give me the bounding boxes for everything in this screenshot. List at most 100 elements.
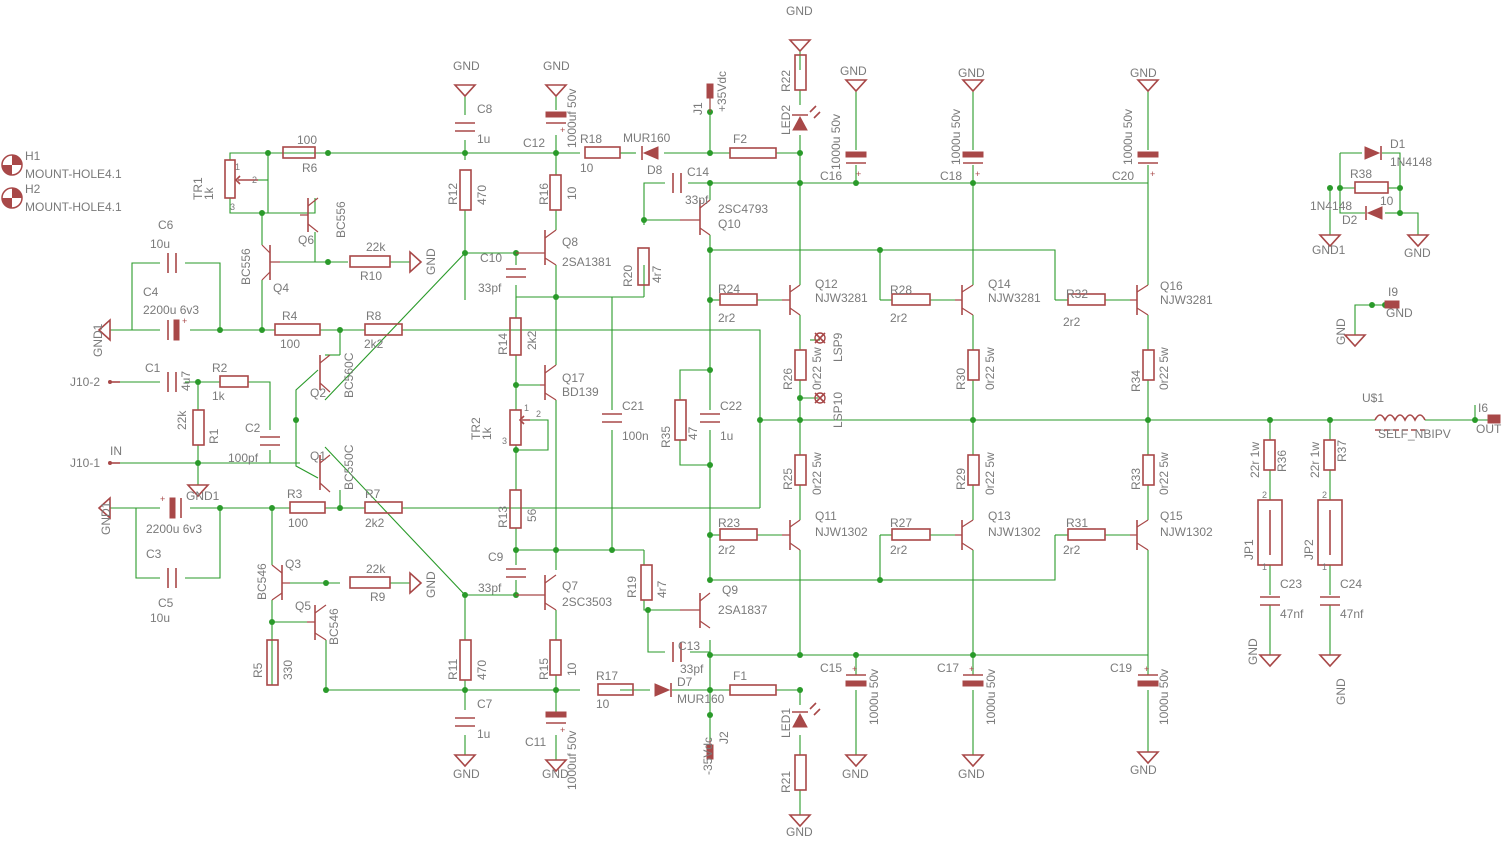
label-q2-value: BC560C bbox=[342, 352, 356, 398]
label-tr2: TR2 bbox=[469, 417, 483, 440]
label-c7-value: 1u bbox=[477, 727, 490, 741]
label-q5-value: BC546 bbox=[327, 608, 341, 645]
lsp10-icon bbox=[814, 392, 826, 404]
label-r38: R38 bbox=[1350, 167, 1372, 181]
label-r25: R25 bbox=[781, 468, 795, 490]
label-r5: R5 bbox=[251, 662, 265, 678]
label-c16-value: 1000u 50v bbox=[829, 114, 843, 170]
capacitor-c4: + bbox=[167, 316, 187, 341]
resistor-r7 bbox=[364, 501, 403, 514]
label-c15-value: 1000u 50v bbox=[867, 669, 881, 725]
label-gnd-c17: GND bbox=[958, 767, 985, 781]
label-c24-value: 47nf bbox=[1340, 607, 1364, 621]
label-r3: R3 bbox=[287, 487, 303, 501]
label-gnd1-b: GND1 bbox=[186, 489, 220, 503]
label-gnd-c11: GND bbox=[542, 767, 569, 781]
resistor-r14 bbox=[509, 317, 522, 356]
transistor-q5 bbox=[307, 604, 327, 641]
label-q6: Q6 bbox=[298, 233, 314, 247]
label-r13: R13 bbox=[496, 506, 510, 528]
transistor-q2 bbox=[319, 354, 331, 393]
label-r9-value: 22k bbox=[366, 562, 386, 576]
label-r38-value: 10 bbox=[1380, 194, 1394, 208]
connector-j2 bbox=[706, 740, 714, 760]
resistor-r28 bbox=[891, 293, 931, 306]
transistor-q3 bbox=[271, 564, 290, 601]
label-r6: R6 bbox=[302, 161, 318, 175]
label-r17: R17 bbox=[596, 669, 618, 683]
resistor-r26 bbox=[794, 349, 807, 381]
label-c19: C19 bbox=[1110, 661, 1132, 675]
label-d7: D7 bbox=[677, 675, 693, 689]
resistor-r23 bbox=[719, 528, 758, 541]
svg-text:+: + bbox=[1150, 169, 1155, 179]
label-c23-value: 47nf bbox=[1280, 607, 1304, 621]
label-c17: C17 bbox=[937, 661, 959, 675]
resistor-r10 bbox=[349, 255, 391, 268]
label-r31: R31 bbox=[1066, 516, 1088, 530]
capacitor-c11: + bbox=[545, 711, 567, 735]
resistor-r21 bbox=[794, 754, 807, 791]
label-jp1: JP1 bbox=[1242, 539, 1256, 560]
label-h1: H1 bbox=[25, 149, 41, 163]
label-r2: R2 bbox=[212, 361, 228, 375]
label-led2: LED2 bbox=[779, 105, 793, 135]
capacitor-c8 bbox=[455, 122, 475, 132]
label-q3-value: BC546 bbox=[255, 563, 269, 600]
label-tr1-pin2: 2 bbox=[252, 175, 257, 185]
label-r13-value: 56 bbox=[525, 508, 539, 522]
label-r28-value: 2r2 bbox=[890, 311, 908, 325]
label-r34: R34 bbox=[1129, 370, 1143, 392]
label-c10: C10 bbox=[480, 251, 502, 265]
resistor-r19 bbox=[640, 564, 653, 601]
label-r26-value: 0r22 5w bbox=[810, 347, 824, 390]
capacitor-c10 bbox=[506, 268, 526, 278]
transistor-q15 bbox=[1130, 519, 1149, 551]
label-r25-value: 0r22 5w bbox=[810, 452, 824, 495]
transistor-q4 bbox=[261, 244, 280, 281]
label-r27-value: 2r2 bbox=[890, 543, 908, 557]
label-j10-2: J10-2 bbox=[70, 375, 100, 389]
label-c13: C13 bbox=[678, 639, 700, 653]
label-c10-value: 33pf bbox=[478, 281, 502, 295]
label-c4-value: 2200u 6v3 bbox=[143, 303, 199, 317]
label-c2: C2 bbox=[245, 421, 261, 435]
label-q9: Q9 bbox=[722, 583, 738, 597]
label-c21: C21 bbox=[622, 399, 644, 413]
inductor-u1-icon bbox=[1374, 414, 1426, 431]
capacitor-c24 bbox=[1320, 596, 1340, 606]
label-gnd-c15: GND bbox=[842, 767, 869, 781]
resistor-r16 bbox=[549, 174, 562, 211]
label-c7: C7 bbox=[477, 697, 493, 711]
label-gnd-c23: GND bbox=[1246, 638, 1260, 665]
label-r5-value: 330 bbox=[281, 660, 295, 680]
label-q17: Q17 bbox=[562, 371, 585, 385]
resistor-r31 bbox=[1067, 528, 1106, 541]
label-r23: R23 bbox=[718, 516, 740, 530]
label-r16-value: 10 bbox=[565, 186, 579, 200]
label-h2-value: MOUNT-HOLE4.1 bbox=[25, 200, 122, 214]
label-c18: C18 bbox=[940, 169, 962, 183]
label-q10: Q10 bbox=[718, 217, 741, 231]
mount-hole-h2-icon bbox=[1, 187, 23, 209]
capacitor-c20: + bbox=[1137, 151, 1159, 179]
label-tr1-value: 1k bbox=[202, 186, 216, 200]
label-r32-value: 2r2 bbox=[1063, 315, 1081, 329]
transistor-q7 bbox=[516, 574, 557, 611]
led2-icon bbox=[792, 105, 821, 131]
label-r2-value: 1k bbox=[212, 389, 226, 403]
label-c14: C14 bbox=[687, 165, 709, 179]
label-q10-value: 2SC4793 bbox=[718, 202, 768, 216]
resistor-r38 bbox=[1354, 181, 1389, 194]
label-gnd-c18: GND bbox=[958, 66, 985, 80]
label-c11-value: 1000uf 50v bbox=[565, 731, 579, 790]
connector-j1 bbox=[706, 83, 714, 112]
capacitor-c1 bbox=[167, 372, 177, 392]
svg-text:+: + bbox=[182, 316, 187, 326]
resistor-r5 bbox=[266, 639, 279, 686]
label-r17-value: 10 bbox=[596, 697, 610, 711]
lsp9-icon bbox=[814, 332, 826, 344]
label-r20-value: 4r7 bbox=[650, 265, 664, 283]
resistor-r32 bbox=[1067, 293, 1106, 306]
label-c22-value: 1u bbox=[720, 429, 733, 443]
